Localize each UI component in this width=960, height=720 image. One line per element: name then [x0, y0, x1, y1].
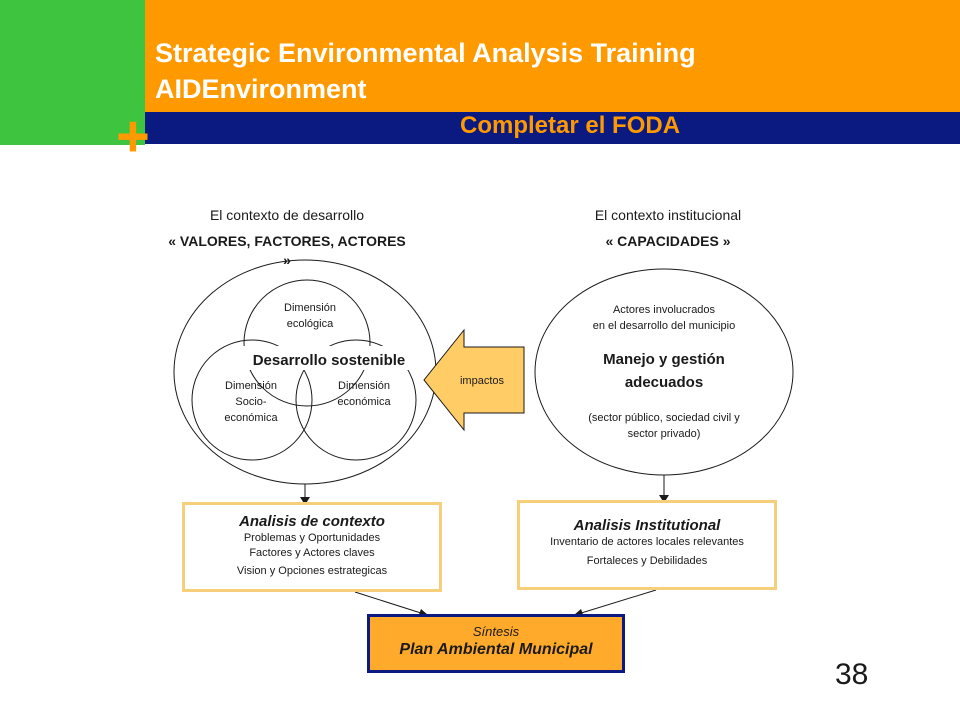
- context-analysis-line-3: Vision y Opciones estrategicas: [236, 565, 388, 577]
- socioeconomic-dimension-circle: [191, 339, 313, 461]
- right-down-arrowhead: [659, 495, 669, 503]
- management-line1: Manejo y gestión: [603, 351, 725, 368]
- context-to-synthesis-line: [354, 591, 425, 615]
- left-subheading-line1: « VALORES, FACTORES, ACTORES: [168, 233, 406, 249]
- institutional-analysis-title: Analisis Institutional: [573, 517, 721, 534]
- title-line-1: Strategic Environmental Analysis Trainin…: [155, 38, 696, 68]
- orange-title-band: [145, 0, 960, 112]
- management-line2: adecuados: [625, 374, 703, 391]
- left-subheading-line2: »: [283, 252, 291, 268]
- context-analysis-box: Analisis de contexto Problemas y Oportun…: [182, 502, 442, 592]
- sectors-line1: (sector público, sociedad civil y: [588, 412, 740, 424]
- ecological-label-line1: Dimensión: [284, 302, 336, 314]
- economic-label-line2: económica: [337, 396, 391, 408]
- center-label: Desarrollo sostenible: [253, 352, 406, 369]
- ecological-dimension-circle: [243, 279, 371, 407]
- sectors-line2: sector privado): [628, 428, 701, 440]
- impacts-label: impactos: [460, 375, 505, 387]
- title-line-2: AIDEnvironment: [155, 74, 367, 104]
- slide-subtitle: Completar el FODA: [460, 112, 681, 139]
- synthesis-title: Plan Ambiental Municipal: [399, 641, 593, 658]
- economic-dimension-circle: [295, 339, 417, 461]
- plus-icon: +: [116, 104, 150, 169]
- institutional-to-synthesis-line: [577, 589, 657, 615]
- center-label-backing: [230, 346, 428, 370]
- right-subheading: « CAPACIDADES »: [606, 233, 731, 249]
- left-down-arrowhead: [300, 497, 310, 505]
- left-heading: El contexto de desarrollo: [210, 207, 364, 223]
- socio-label-line3: económica: [224, 412, 278, 424]
- institutional-analysis-line-1: Inventario de actores locales relevantes: [550, 536, 744, 548]
- navy-subtitle-band: [145, 112, 960, 144]
- green-corner-block: [0, 0, 145, 145]
- context-analysis-line-1: Problemas y Oportunidades: [243, 532, 381, 544]
- actors-line2: en el desarrollo del municipio: [593, 320, 735, 332]
- socio-label-line2: Socio-: [235, 396, 267, 408]
- economic-label-line1: Dimensión: [338, 380, 390, 392]
- institutional-analysis-box: Analisis Institutional Inventario de act…: [517, 500, 777, 590]
- institutional-context-ellipse: [534, 268, 794, 476]
- institutional-analysis-line-2: Fortaleces y Debilidades: [586, 555, 708, 567]
- context-analysis-title: Analisis de contexto: [239, 513, 385, 530]
- impacts-arrow: [423, 328, 525, 432]
- synthesis-label: Síntesis: [472, 624, 520, 639]
- page-number: 38: [835, 658, 869, 691]
- socio-label-line1: Dimensión: [225, 380, 277, 392]
- right-heading: El contexto institucional: [595, 207, 741, 223]
- context-analysis-line-2: Factores y Actores claves: [249, 547, 375, 559]
- actors-line1: Actores involucrados: [613, 304, 716, 316]
- ecological-label-line2: ecológica: [287, 318, 334, 330]
- synthesis-box: Síntesis Plan Ambiental Municipal: [367, 614, 625, 673]
